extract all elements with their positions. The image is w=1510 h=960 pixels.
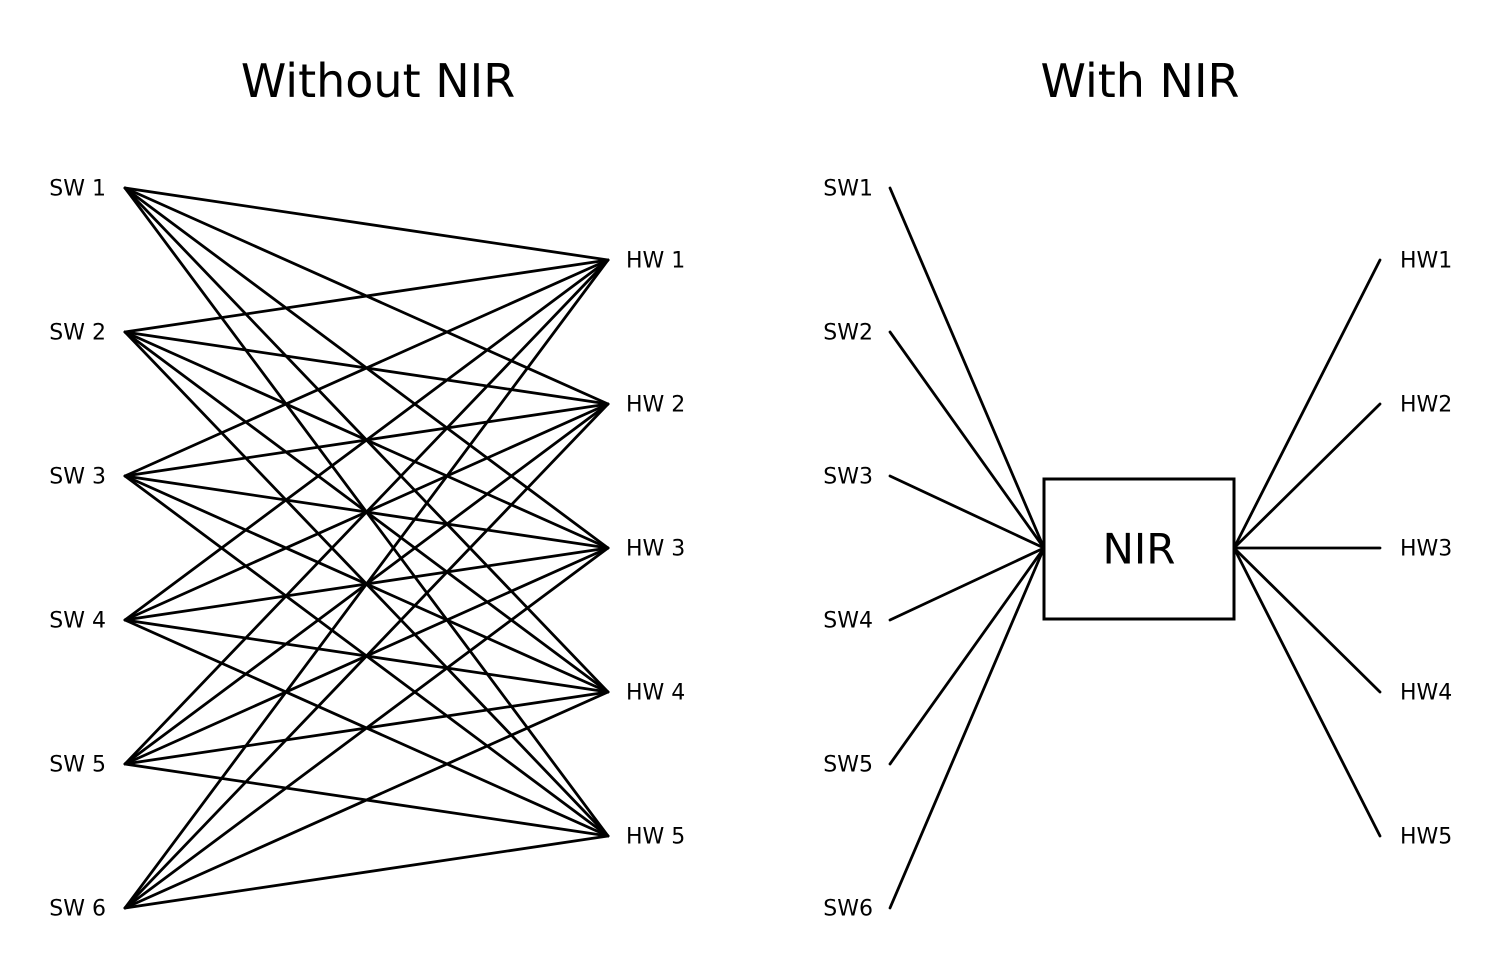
- sw-node-label: SW 3: [49, 465, 106, 490]
- sw-node-label: SW 1: [49, 177, 106, 202]
- edge-line: [888, 546, 1046, 910]
- edge-line: [123, 258, 610, 766]
- hw-node-label: HW1: [1400, 249, 1452, 274]
- sw-node-label: SW3: [823, 465, 873, 490]
- edge-line: [1232, 258, 1382, 550]
- edge-line: [123, 402, 610, 910]
- edge-line: [123, 834, 610, 910]
- edge-line: [123, 258, 610, 622]
- edge-line: [123, 186, 610, 262]
- sw-node-label: SW 4: [49, 609, 106, 634]
- edge-line: [888, 546, 1046, 622]
- left-panel-edge-group: [123, 186, 610, 910]
- hw-node-label: HW 1: [626, 249, 685, 274]
- hw-node-label: HW 5: [626, 825, 685, 850]
- hw-node-label: HW5: [1400, 825, 1452, 850]
- edge-line: [1232, 546, 1382, 838]
- sw-node-label: SW1: [823, 177, 873, 202]
- edge-line: [123, 546, 610, 910]
- edge-line: [123, 258, 610, 910]
- edge-line: [888, 330, 1046, 550]
- edge-line: [888, 186, 1046, 550]
- sw-node-label: SW 6: [49, 897, 106, 922]
- right-panel-edge-group: [888, 186, 1382, 910]
- left-panel-sw-label-group: SW 1 SW 2 SW 3 SW 4 SW 5 SW 6: [49, 177, 106, 922]
- sw-node-label: SW2: [823, 321, 873, 346]
- sw-node-label: SW6: [823, 897, 873, 922]
- hw-node-label: HW 3: [626, 537, 685, 562]
- nir-box: [1042, 477, 1236, 621]
- edge-line: [1232, 402, 1382, 550]
- sw-node-label: SW4: [823, 609, 873, 634]
- edge-line: [123, 690, 610, 910]
- left-panel-hw-label-group: HW 1 HW 2 HW 3 HW 4 HW 5: [626, 249, 685, 850]
- hw-node-label: HW 2: [626, 393, 685, 418]
- edge-line: [123, 258, 610, 334]
- left-panel-title: Without NIR: [241, 54, 515, 108]
- edge-line: [123, 258, 610, 478]
- edge-line: [888, 474, 1046, 550]
- hw-node-label: HW4: [1400, 681, 1452, 706]
- edge-line: [1232, 546, 1382, 694]
- hw-node-label: HW 4: [626, 681, 685, 706]
- sw-node-label: SW 2: [49, 321, 106, 346]
- sw-node-label: SW 5: [49, 753, 106, 778]
- right-panel-title: With NIR: [1040, 54, 1239, 108]
- nir-box-label: NIR: [1103, 525, 1176, 574]
- edge-line: [888, 546, 1046, 766]
- hw-node-label: HW3: [1400, 537, 1452, 562]
- hw-node-label: HW2: [1400, 393, 1452, 418]
- sw-node-label: SW5: [823, 753, 873, 778]
